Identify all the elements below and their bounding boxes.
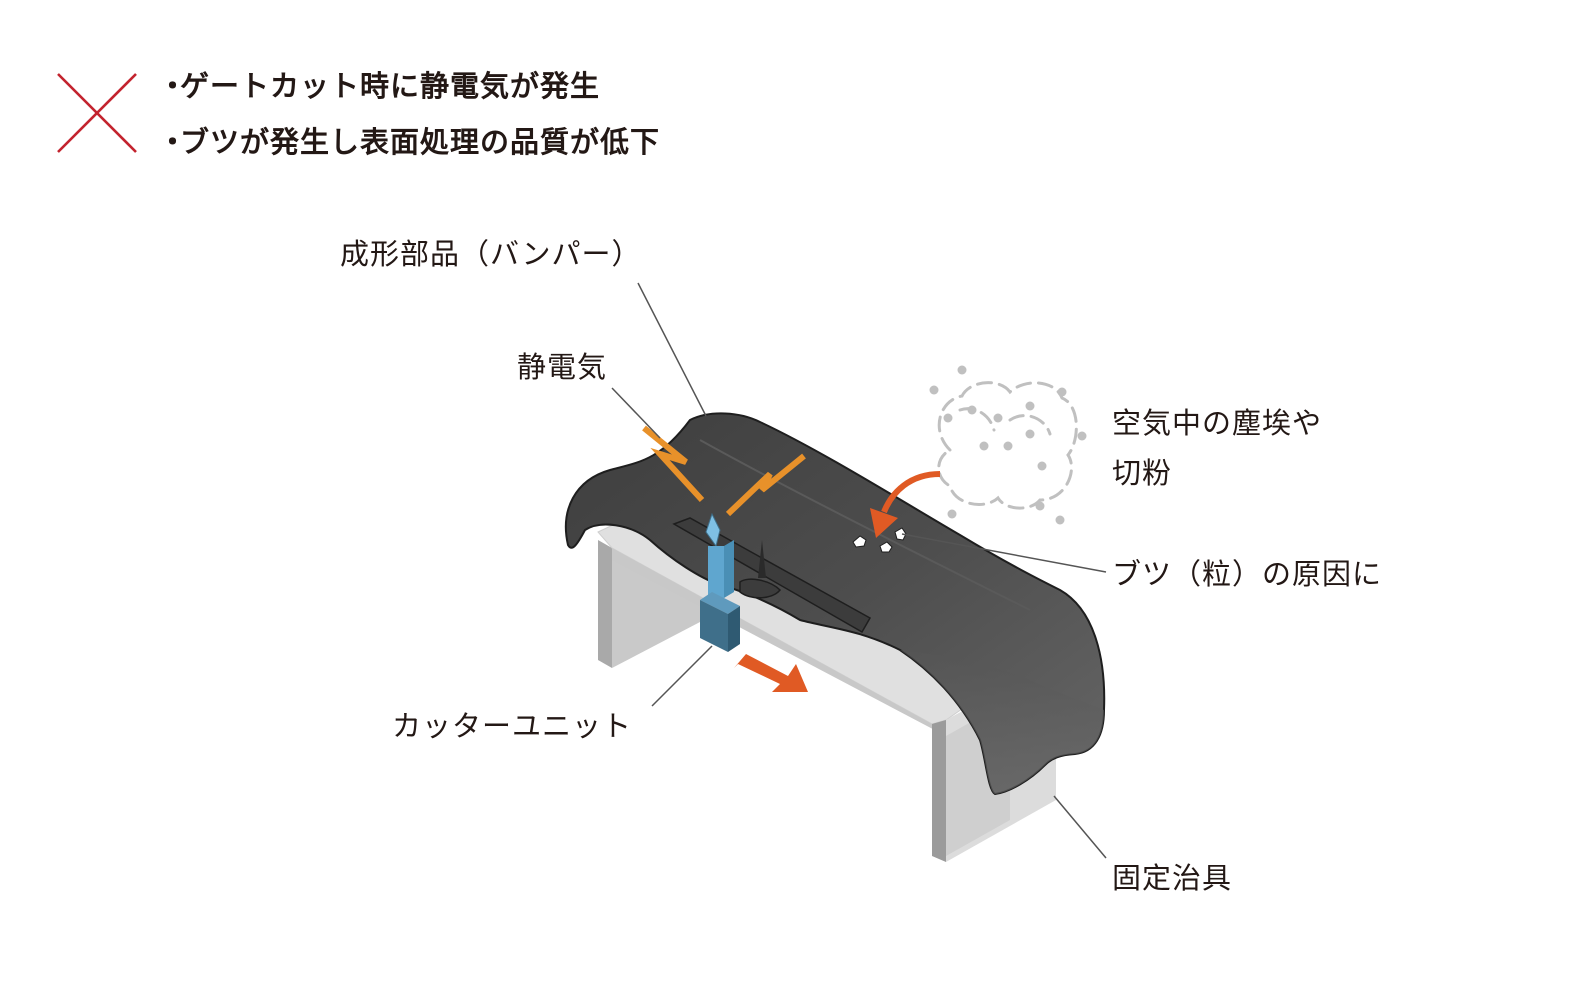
leader-lines xyxy=(611,282,1107,859)
fixture-front-face xyxy=(612,548,946,736)
problem-item: ・ブツが発生し表面処理の品質が低下 xyxy=(158,114,660,170)
fixture-left-leg xyxy=(598,540,612,668)
cutter-base-side xyxy=(728,606,740,652)
bumper-label: 成形部品（バンパー） xyxy=(340,237,642,271)
problem-text: ブツが発生し表面処理の品質が低下 xyxy=(180,125,661,159)
static-electricity-label: 静電気 xyxy=(517,350,608,384)
airborne-dust-label-line1: 空気中の塵埃や xyxy=(1112,406,1323,440)
fixture-right-leg-front xyxy=(932,720,946,862)
particle-defect-label: ブツ（粒）の原因に xyxy=(1112,557,1383,591)
bumper-side xyxy=(900,650,1104,794)
header-notice: ・ゲートカット時に静電気が発生 ・ブツが発生し表面処理の品質が低下 xyxy=(0,0,760,170)
problem-text: ゲートカット時に静電気が発生 xyxy=(180,69,601,103)
dust-fall-arrow-head xyxy=(870,508,898,538)
dust-cloud-icon xyxy=(937,381,1078,510)
cutter-arm-side xyxy=(724,540,734,598)
cutter-unit-label: カッターユニット xyxy=(392,709,633,743)
dust-particles xyxy=(929,365,1087,525)
static-spark-icon xyxy=(642,425,806,517)
problem-list: ・ゲートカット時に静電気が発生 ・ブツが発生し表面処理の品質が低下 xyxy=(158,58,660,170)
dust-fall-arrow xyxy=(881,471,941,514)
fixture-label: 固定治具 xyxy=(1112,861,1233,895)
butsu-particles xyxy=(852,527,907,553)
cutter-unit xyxy=(700,512,740,652)
cutter-blade xyxy=(705,512,721,548)
problem-item: ・ゲートカット時に静電気が発生 xyxy=(158,58,660,114)
cutter-move-arrow xyxy=(734,654,808,692)
gate-runner-tab xyxy=(739,578,782,599)
airborne-dust-label-line2: 切粉 xyxy=(1112,456,1173,490)
cutter-arm-front xyxy=(708,546,724,598)
gate-spike xyxy=(758,540,766,578)
cutter-base-front xyxy=(700,600,728,652)
bumper-crease xyxy=(699,439,1031,611)
airborne-dust-label: 空気中の塵埃や 切粉 xyxy=(1112,398,1372,498)
cross-mark-icon xyxy=(57,73,137,153)
cutter-base-top xyxy=(700,592,740,614)
